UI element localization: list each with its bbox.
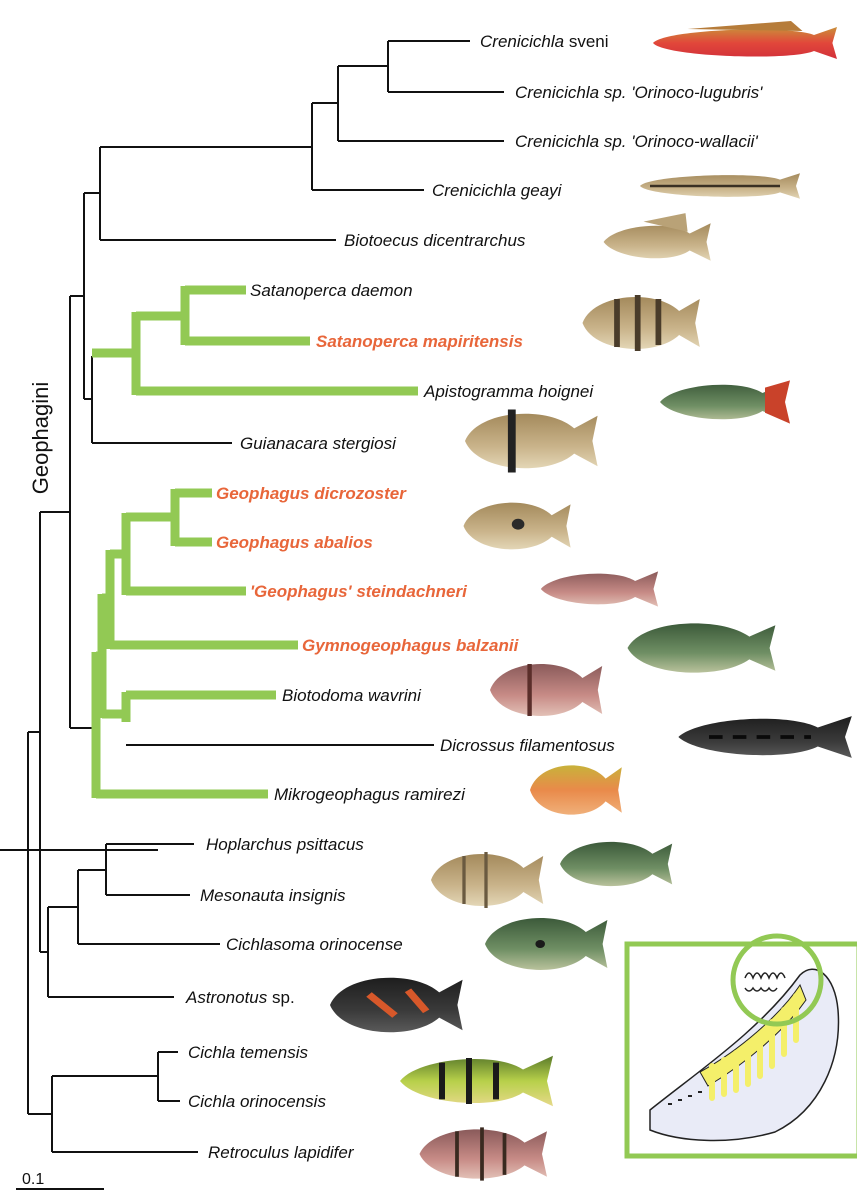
fish-image [640,173,800,199]
tip-label: Crenicichla sveni [480,32,609,51]
fish-image [541,571,658,606]
clade-label-geophagini: Geophagini [28,382,53,495]
fish-image [330,978,463,1033]
tip-label: Crenicichla sp. 'Orinoco-wallacii' [515,132,758,151]
tip-label: Hoplarchus psittacus [206,835,364,854]
tip-label: Cichla temensis [188,1043,308,1062]
tip-label-highlighted: Geophagus abalios [216,533,373,552]
tip-label: Astronotus sp. [185,988,295,1007]
tip-label: Mikrogeophagus ramirezi [274,785,466,804]
fish-image [628,623,776,672]
tip-label: Biotoecus dicentrarchus [344,231,526,250]
fish-image [653,21,837,59]
fish-image [465,410,598,473]
fish-image [660,380,790,423]
fish-image [400,1056,553,1107]
tip-label-highlighted: Satanoperca mapiritensis [316,332,523,351]
fish-image [530,765,622,814]
fish-image [490,664,602,716]
tip-label: Cichla orinocensis [188,1092,326,1111]
tip-label-highlighted: 'Geophagus' steindachneri [250,582,468,601]
fish-image [420,1127,548,1180]
tip-label: Crenicichla geayi [432,181,563,200]
tip-label: Guianacara stergiosi [240,434,397,453]
tip-label: Biotodoma wavrini [282,686,422,705]
tip-label: Satanoperca daemon [250,281,413,300]
tip-label: Crenicichla sp. 'Orinoco-lugubris' [515,83,763,102]
tip-label-highlighted: Geophagus dicrozoster [216,484,407,503]
tip-label: Cichlasoma orinocense [226,935,403,954]
fish-image [431,852,543,908]
gill-arch-inset [627,936,857,1156]
scale-bar-label: 0.1 [22,1171,44,1188]
tip-label-highlighted: Gymnogeophagus balzanii [302,636,520,655]
tip-label: Mesonauta insignis [200,886,346,905]
fish-image [604,213,711,261]
tip-label: Dicrossus filamentosus [440,736,615,755]
fish-image [560,842,672,886]
fish-image [583,295,700,351]
fish-image [485,918,607,970]
tip-label: Retroculus lapidifer [208,1143,355,1162]
fish-image [464,503,571,550]
tip-label: Apistogramma hoignei [423,382,594,401]
fish-image [678,716,851,758]
